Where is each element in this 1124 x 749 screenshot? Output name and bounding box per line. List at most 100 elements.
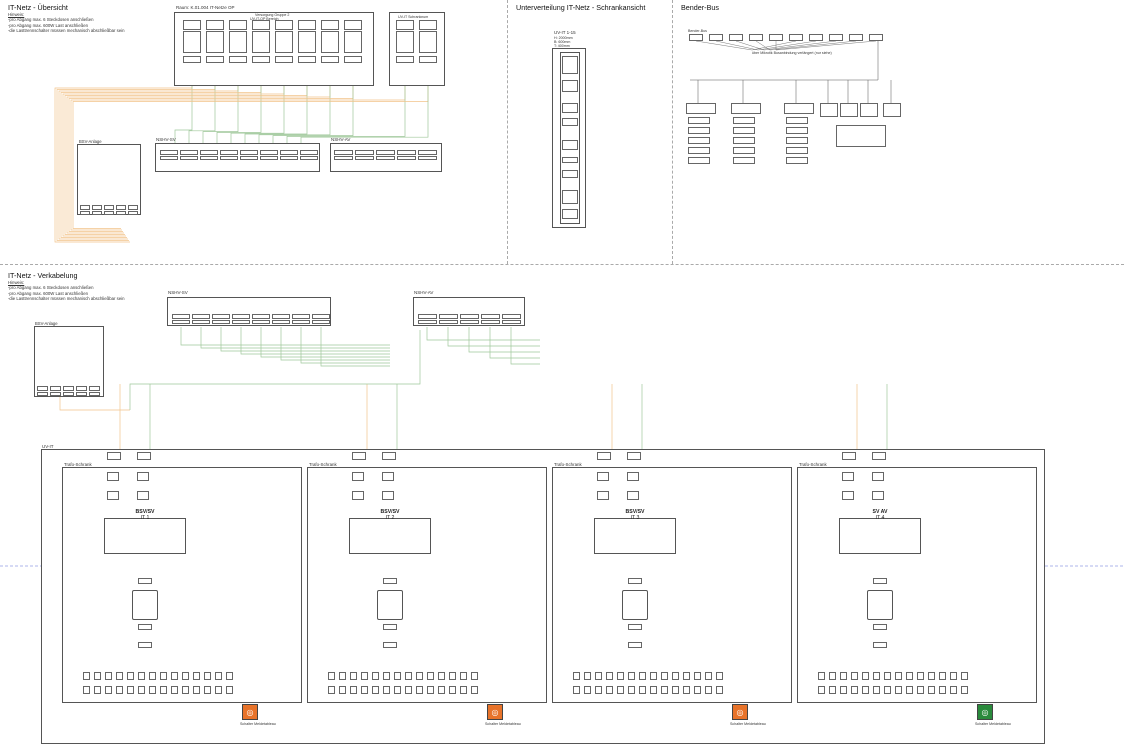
outgoing-breaker	[405, 672, 412, 680]
bsv-label-cabling: BSV-Anlage	[35, 321, 58, 326]
outgoing-breaker	[160, 672, 167, 680]
outgoing-breaker	[383, 672, 390, 680]
nshv-sv-breaker-label	[180, 156, 198, 160]
switchover-unit	[349, 518, 431, 554]
outgoing-switch	[939, 686, 946, 694]
nshv-av-breaker-label	[439, 320, 458, 324]
nshv-sv-breaker	[240, 150, 258, 155]
bender-device-row	[733, 157, 755, 164]
outgoing-breaker	[617, 672, 624, 680]
nshv-sv-breaker	[200, 150, 218, 155]
cabling-note-line: -pro Abgang max. 6 Steckdosen anschließe…	[8, 285, 94, 291]
outgoing-switch	[193, 686, 200, 694]
trafo-rating-cell	[419, 56, 437, 63]
trafo-icon	[396, 31, 414, 53]
nshv-sv-breaker-label	[252, 320, 270, 324]
nshv-sv-breaker	[212, 314, 230, 319]
green-cable	[129, 330, 421, 410]
outgoing-breaker	[840, 672, 847, 680]
outgoing-switch	[661, 686, 668, 694]
outgoing-switch	[328, 686, 335, 694]
trafo-icon	[344, 31, 362, 53]
nshv-sv-breaker	[300, 150, 318, 155]
outgoing-switch	[573, 686, 580, 694]
nshv-sv-breaker-label	[212, 320, 230, 324]
green-cable	[300, 327, 390, 364]
fuse-symbol	[628, 642, 642, 648]
contactor-symbol	[352, 491, 364, 500]
it-network-id: IT 4	[875, 515, 885, 521]
supply-type: BSV/SV	[135, 509, 155, 515]
trafo-rating-cell	[206, 56, 224, 63]
outgoing-breaker	[694, 672, 701, 680]
nshv-av-breaker	[418, 150, 437, 155]
outgoing-switch	[94, 686, 101, 694]
signal-lamp-label: Schalter Meldetableau	[240, 722, 276, 726]
bender-node	[789, 34, 803, 41]
nshv-av-label-cabling: NSHV-AV	[414, 290, 434, 295]
outgoing-breaker	[650, 672, 657, 680]
nshv-sv-breaker	[232, 314, 250, 319]
bsv-breaker	[37, 386, 48, 391]
outgoing-breaker	[917, 672, 924, 680]
outgoing-switch	[873, 686, 880, 694]
it-transformer	[132, 590, 158, 620]
nshv-av-breaker-label	[376, 156, 395, 160]
outgoing-breaker	[639, 672, 646, 680]
trafo-cabinet-label: Trafo-Schrank	[309, 462, 337, 467]
nshv-sv-breaker	[172, 314, 190, 319]
outgoing-switch	[595, 686, 602, 694]
it-transformer	[377, 590, 403, 620]
bsv-breaker-label	[80, 211, 90, 215]
bender-device-header	[784, 103, 814, 114]
green-cable	[260, 327, 390, 358]
cabinet-title: Unterverteilung IT-Netz - Schrankansicht	[516, 3, 646, 12]
outgoing-switch	[138, 686, 145, 694]
outgoing-breaker	[672, 672, 679, 680]
outgoing-switch	[606, 686, 613, 694]
outgoing-switch	[149, 686, 156, 694]
outgoing-breaker	[950, 672, 957, 680]
green-cable	[510, 327, 540, 365]
outgoing-breaker	[339, 672, 346, 680]
switchover-unit	[839, 518, 921, 554]
outgoing-breaker	[584, 672, 591, 680]
supply-type: SV AV	[872, 509, 888, 515]
outgoing-switch	[350, 686, 357, 694]
green-cable	[426, 327, 540, 341]
cabinet-module	[562, 80, 578, 92]
outgoing-switch	[829, 686, 836, 694]
signal-lamp-label: Schalter Meldetableau	[975, 722, 1011, 726]
supply-type: BSV/SV	[625, 509, 645, 515]
outgoing-switch	[405, 686, 412, 694]
bender-device-row	[733, 117, 755, 124]
contactor-symbol	[597, 491, 609, 500]
outgoing-switch	[182, 686, 189, 694]
bender-device-row	[688, 117, 710, 124]
nshv-av-breaker-label	[418, 320, 437, 324]
bender-device-row	[733, 147, 755, 154]
bender-link	[715, 40, 759, 51]
uv-label: UV-IT-OP Bereich	[250, 17, 279, 21]
section-divider-vertical-1	[507, 0, 508, 264]
fuse-symbol	[628, 578, 642, 584]
bender-title: Bender-Bus	[681, 3, 719, 12]
nshv-sv-breaker-label	[232, 320, 250, 324]
outgoing-switch	[226, 686, 233, 694]
outgoing-switch	[83, 686, 90, 694]
fuse-symbol	[873, 642, 887, 648]
fuse-symbol	[628, 624, 642, 630]
bender-device-row	[786, 127, 808, 134]
bender-device-row	[688, 127, 710, 134]
bender-device-row	[688, 137, 710, 144]
bsv-breaker	[128, 205, 138, 210]
outgoing-breaker	[449, 672, 456, 680]
green-cable	[216, 86, 262, 148]
nshv-sv-breaker	[192, 314, 210, 319]
trafo-cabinet-label: Trafo-Schrank	[554, 462, 582, 467]
bender-link	[757, 40, 817, 51]
outgoing-breaker	[372, 672, 379, 680]
nshv-av-breaker	[355, 150, 374, 155]
outgoing-switch	[215, 686, 222, 694]
nshv-av-breaker-label	[460, 320, 479, 324]
